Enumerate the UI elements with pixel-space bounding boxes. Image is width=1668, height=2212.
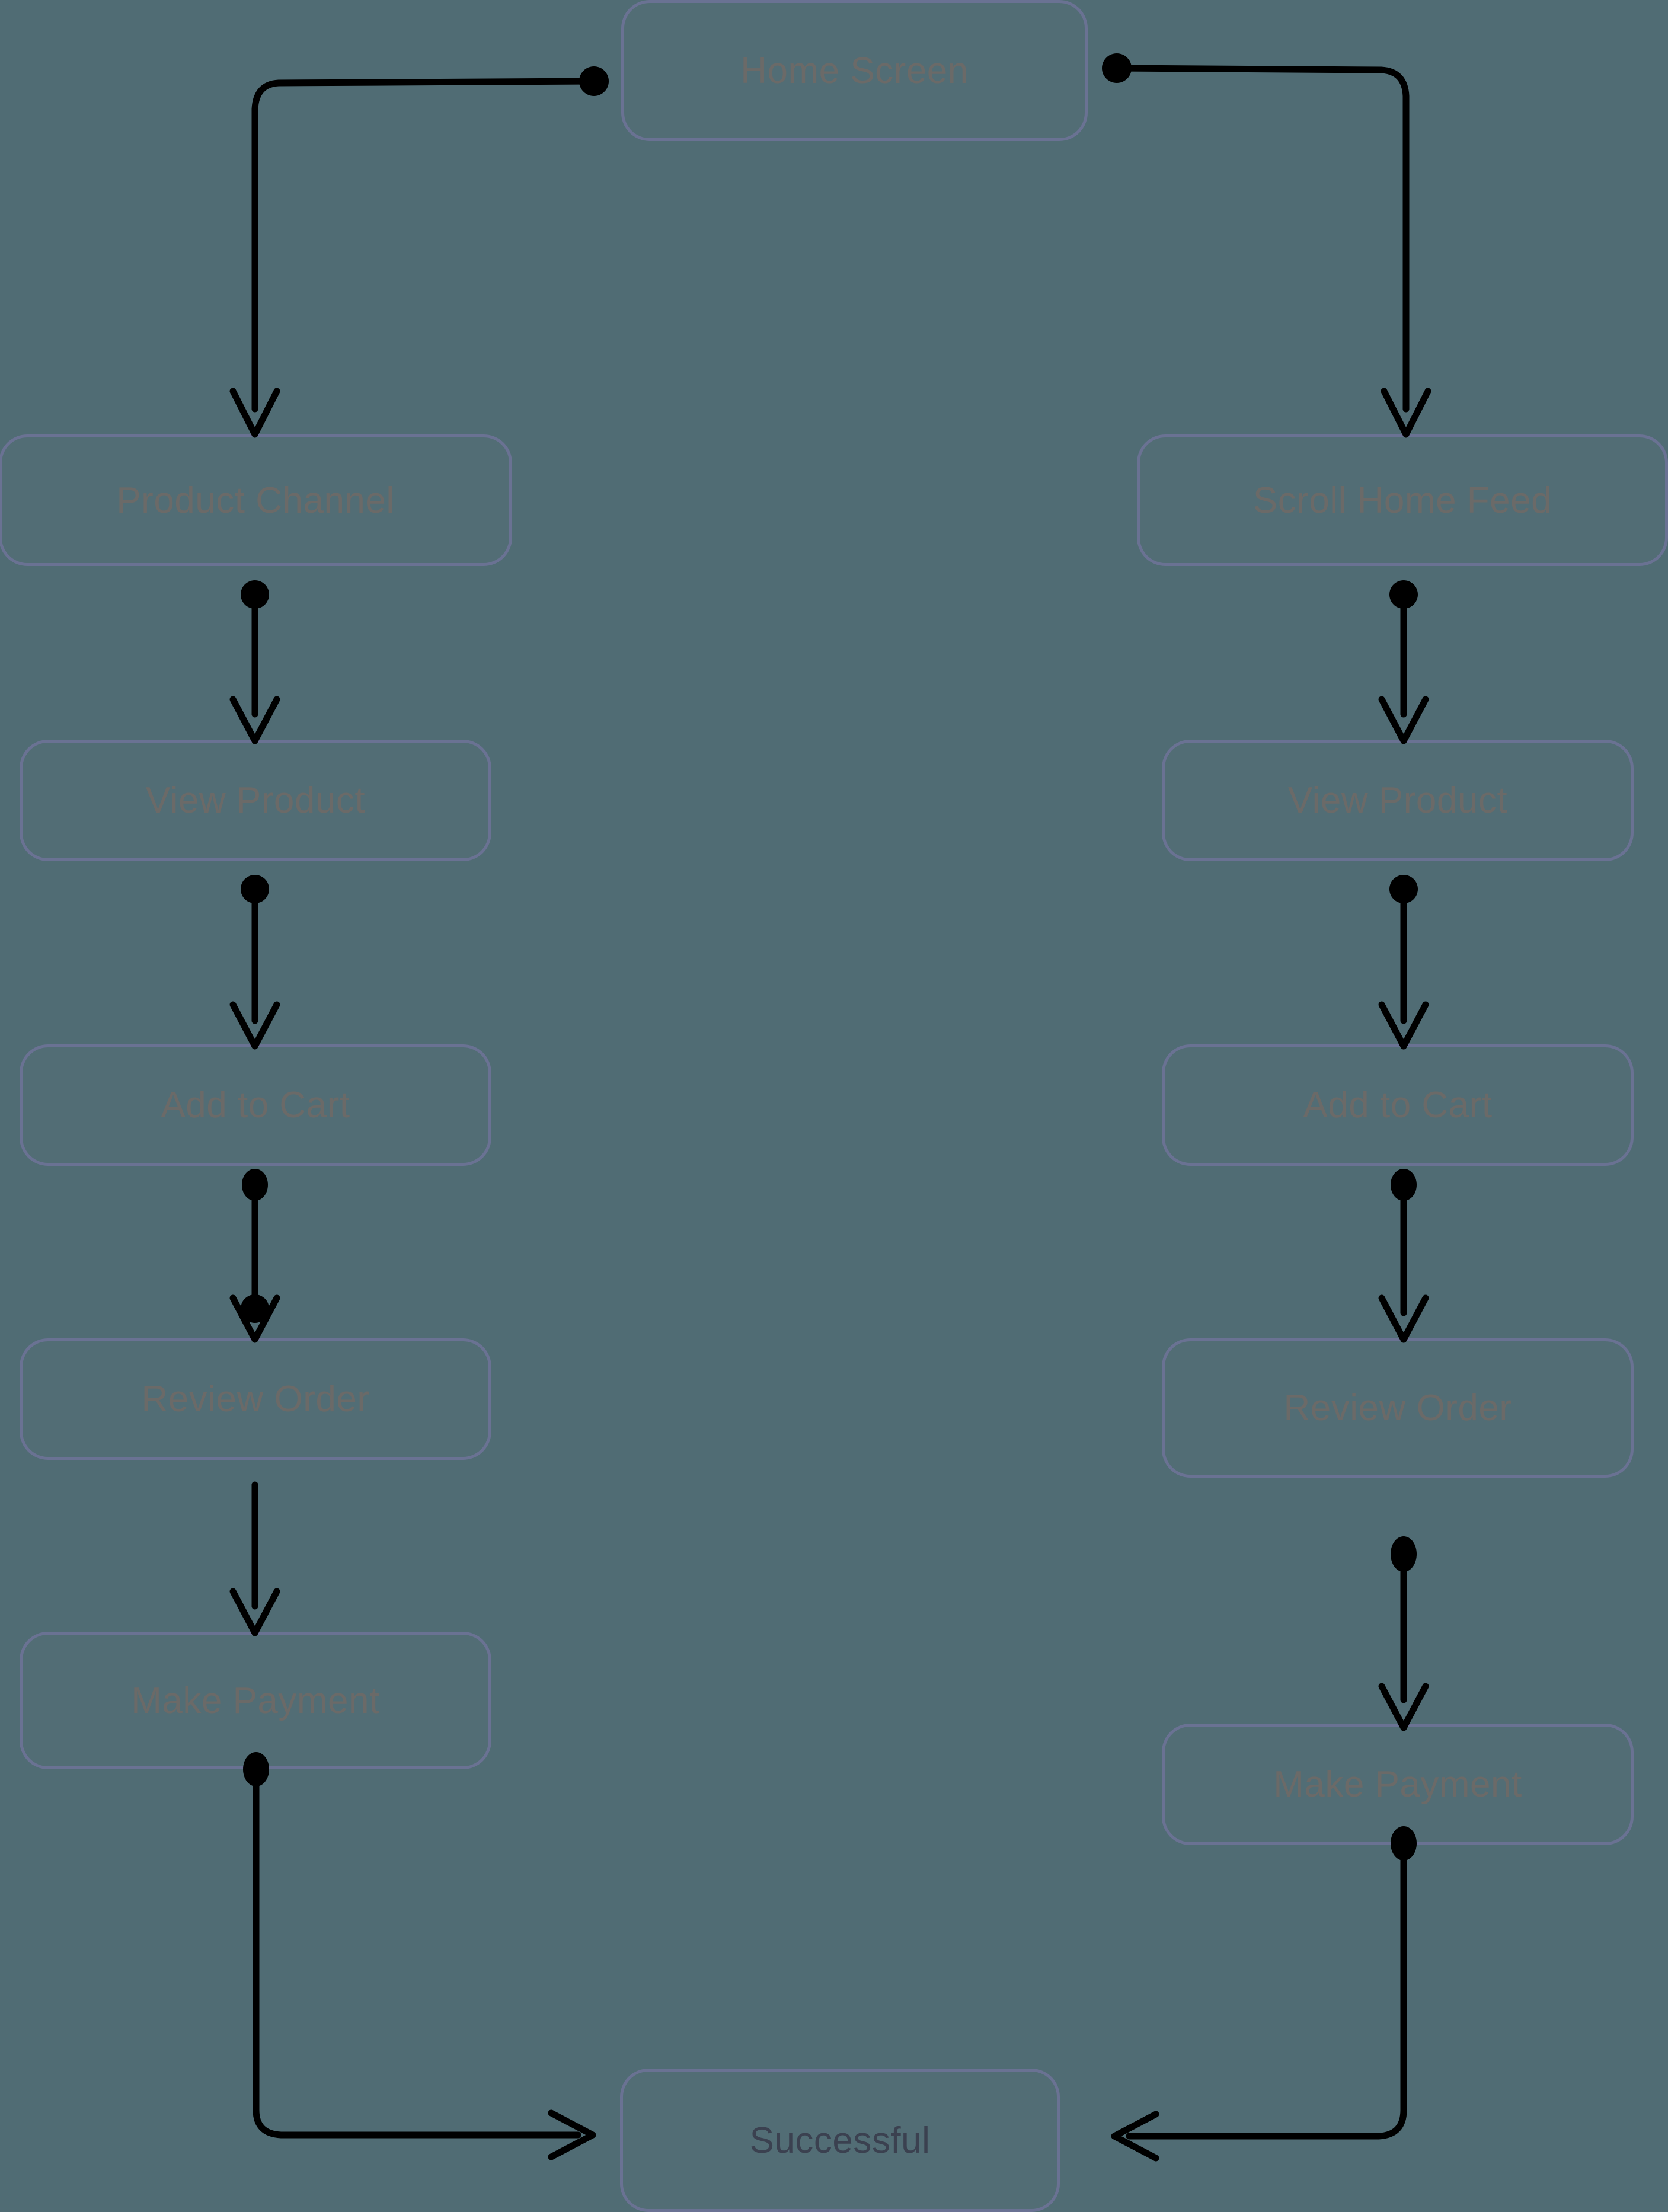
node-product-channel-label: Product Channel <box>116 480 395 521</box>
node-right-add-to-cart[interactable]: Add to Cart <box>1162 1044 1634 1166</box>
arrow-left-add-to-cart <box>229 1001 280 1050</box>
node-successful-label: Successful <box>749 2120 931 2161</box>
edge-home-to-product-channel <box>251 78 597 413</box>
node-successful[interactable]: Successful <box>620 2069 1060 2212</box>
dot-right-add-to-cart <box>1391 1169 1417 1201</box>
dot-home-left <box>579 66 609 96</box>
dot-home-right <box>1102 53 1132 83</box>
node-right-add-to-cart-label: Add to Cart <box>1303 1085 1493 1126</box>
arrow-successful-right <box>1111 2111 1159 2162</box>
node-product-channel[interactable]: Product Channel <box>0 434 512 566</box>
arrow-right-make-payment <box>1378 1683 1429 1731</box>
arrow-left-make-payment <box>229 1588 280 1636</box>
edge-arrowheads <box>229 388 1431 2162</box>
dot-right-review-order <box>1391 1536 1417 1572</box>
node-left-view-product-label: View Product <box>145 780 366 821</box>
node-right-view-product[interactable]: View Product <box>1162 740 1634 861</box>
node-left-view-product[interactable]: View Product <box>20 740 491 861</box>
node-right-make-payment-label: Make Payment <box>1273 1764 1522 1805</box>
node-left-make-payment-label: Make Payment <box>131 1680 380 1721</box>
dot-right-view-product <box>1389 875 1418 903</box>
node-home-screen-label: Home Screen <box>740 50 969 91</box>
node-right-make-payment[interactable]: Make Payment <box>1162 1724 1634 1845</box>
node-right-review-order[interactable]: Review Order <box>1162 1338 1634 1478</box>
node-scroll-home-feed[interactable]: Scroll Home Feed <box>1137 434 1668 566</box>
arrow-product-channel <box>229 388 280 438</box>
arrow-right-view-product <box>1378 696 1429 744</box>
node-left-add-to-cart[interactable]: Add to Cart <box>20 1044 491 1166</box>
dot-left-view-product <box>241 875 269 903</box>
dot-left-review-order <box>241 1294 269 1323</box>
node-right-review-order-label: Review Order <box>1283 1388 1512 1428</box>
arrow-scroll-home-feed <box>1381 388 1431 438</box>
arrow-right-review-order <box>1378 1294 1429 1343</box>
node-home-screen[interactable]: Home Screen <box>621 0 1088 141</box>
node-left-review-order[interactable]: Review Order <box>20 1338 491 1460</box>
node-left-add-to-cart-label: Add to Cart <box>161 1085 350 1126</box>
arrow-successful-left <box>548 2109 596 2160</box>
node-left-review-order-label: Review Order <box>141 1379 370 1420</box>
node-scroll-home-feed-label: Scroll Home Feed <box>1252 480 1552 521</box>
arrow-right-add-to-cart <box>1378 1001 1429 1050</box>
dot-left-add-to-cart <box>242 1169 268 1201</box>
arrow-left-view-product <box>229 696 280 744</box>
node-left-make-payment[interactable]: Make Payment <box>20 1632 491 1769</box>
edge-home-to-scroll-home-feed <box>1113 65 1410 413</box>
dot-scroll-home-feed <box>1389 580 1418 609</box>
node-right-view-product-label: View Product <box>1287 780 1508 821</box>
edge-left-make-payment-to-successful <box>253 1772 581 2139</box>
edge-right-make-payment-to-successful <box>1126 1846 1407 2140</box>
arrow-left-review-order <box>229 1294 280 1343</box>
edge-source-dots <box>241 53 1418 1861</box>
dot-product-channel <box>241 580 269 609</box>
